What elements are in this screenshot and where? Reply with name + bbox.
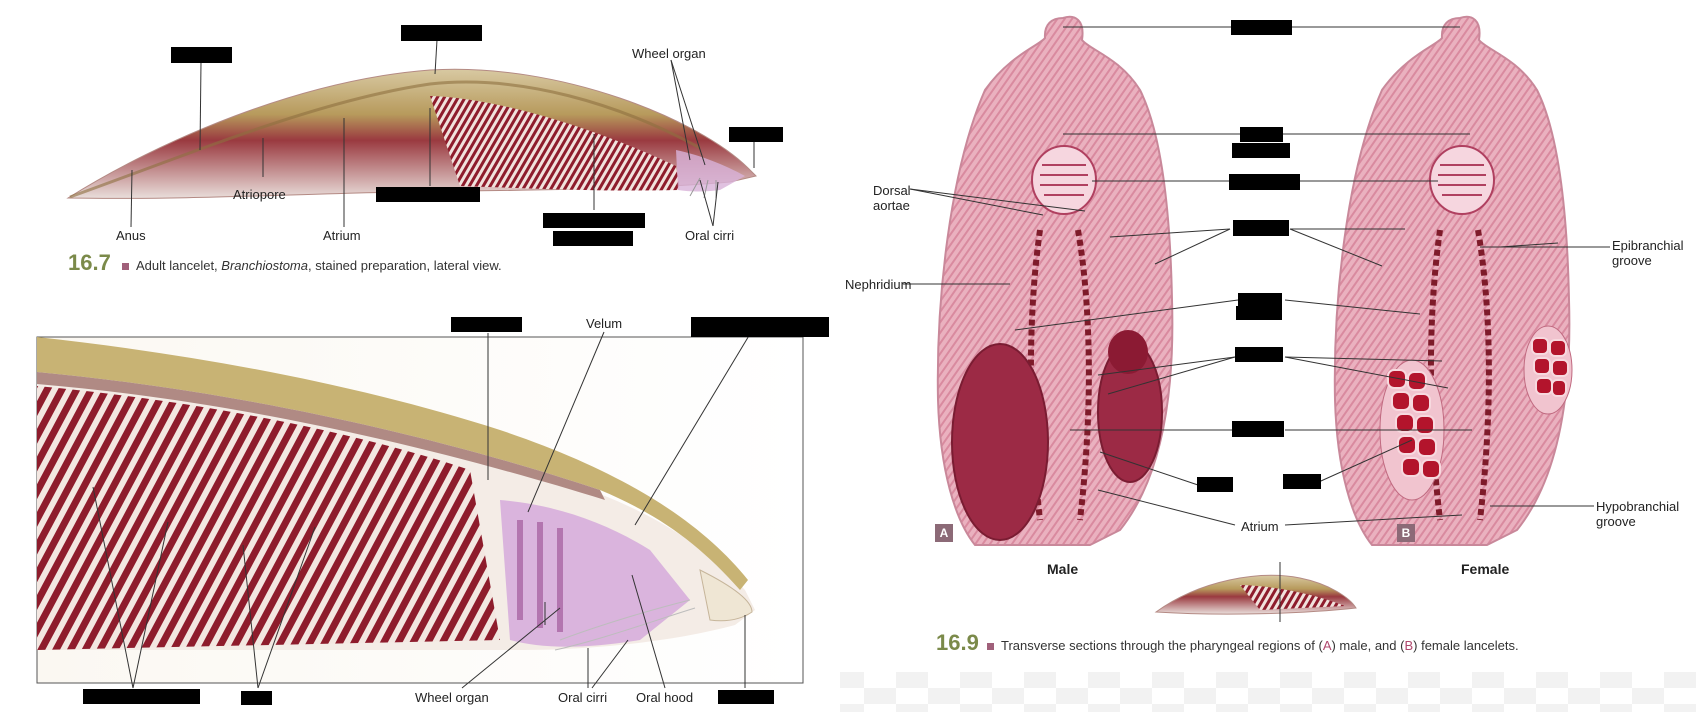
redacted-label <box>1283 474 1321 489</box>
redacted-label <box>241 691 272 705</box>
redacted-label <box>1232 143 1290 158</box>
redacted-label <box>1232 421 1284 437</box>
redacted-label <box>1235 347 1283 362</box>
checker-strip <box>840 672 1696 712</box>
redacted-label <box>451 317 522 332</box>
label-oral-cirri: Oral cirri <box>685 228 735 243</box>
redacted-label <box>1231 20 1292 35</box>
caption-16-7: Adult lancelet, Branchiostoma, stained p… <box>136 258 502 273</box>
caption-genus: Branchiostoma <box>221 258 308 273</box>
panel-badge-b: B <box>1397 524 1415 542</box>
label-wheel-organ-zoom: Wheel organ <box>415 690 489 705</box>
caption-bullet <box>987 643 994 650</box>
redacted-label <box>691 317 829 337</box>
redacted-label <box>1233 220 1289 236</box>
redacted-label <box>553 231 633 246</box>
redacted-label <box>718 690 774 704</box>
caption-ref-a: A <box>1322 638 1332 653</box>
section-male <box>936 15 1174 546</box>
redacted-label <box>1240 127 1283 142</box>
caption-bullet <box>122 263 129 270</box>
redacted-label <box>83 689 200 704</box>
figure-number-16-9: 16.9 <box>936 630 979 655</box>
redacted-label <box>1197 477 1233 492</box>
lancelet-thumbnail <box>1154 574 1357 615</box>
caption-text: Adult lancelet, <box>136 258 222 273</box>
label-female: Female <box>1461 561 1510 577</box>
redacted-label <box>1238 293 1282 307</box>
label-oral-hood: Oral hood <box>636 690 694 705</box>
caption-ref-b: B <box>1404 638 1414 653</box>
label-dorsal-aortae: Dorsal aortae <box>873 183 911 213</box>
caption-text: , stained preparation, lateral view. <box>308 258 502 273</box>
label-velum: Velum <box>586 316 623 331</box>
redacted-label <box>376 187 480 202</box>
label-nephridium: Nephridium <box>845 277 912 292</box>
redacted-label <box>729 127 783 142</box>
redacted-label <box>1229 174 1300 190</box>
redacted-label <box>171 47 232 63</box>
label-anus: Anus <box>116 228 146 243</box>
section-female <box>1333 15 1573 546</box>
label-wheel-organ: Wheel organ <box>632 46 706 61</box>
redacted-label <box>401 25 482 41</box>
caption-16-9: Transverse sections through the pharynge… <box>1001 638 1519 653</box>
label-atriopore: Atriopore <box>233 187 286 202</box>
label-hypobranchial-groove: Hypobranchial groove <box>1596 499 1680 529</box>
label-atrium: Atrium <box>323 228 361 243</box>
label-oral-cirri-zoom: Oral cirri <box>558 690 608 705</box>
label-atrium-section: Atrium <box>1241 519 1279 534</box>
caption-text: Transverse sections through the pharynge… <box>1001 638 1323 653</box>
label-epibranchial-groove: Epibranchial groove <box>1612 238 1684 268</box>
figure-number-16-7: 16.7 <box>68 250 111 275</box>
redacted-label <box>543 213 645 228</box>
panel-badge-a: A <box>935 524 953 542</box>
lancelet-anterior-zoom <box>36 336 804 684</box>
leader-lines <box>92 26 1610 689</box>
caption-text: ) female lancelets. <box>1413 638 1519 653</box>
caption-text: ) male, and ( <box>1331 638 1405 653</box>
lancelet-lateral <box>66 68 757 199</box>
label-male: Male <box>1047 561 1079 577</box>
redacted-label <box>1236 306 1282 320</box>
